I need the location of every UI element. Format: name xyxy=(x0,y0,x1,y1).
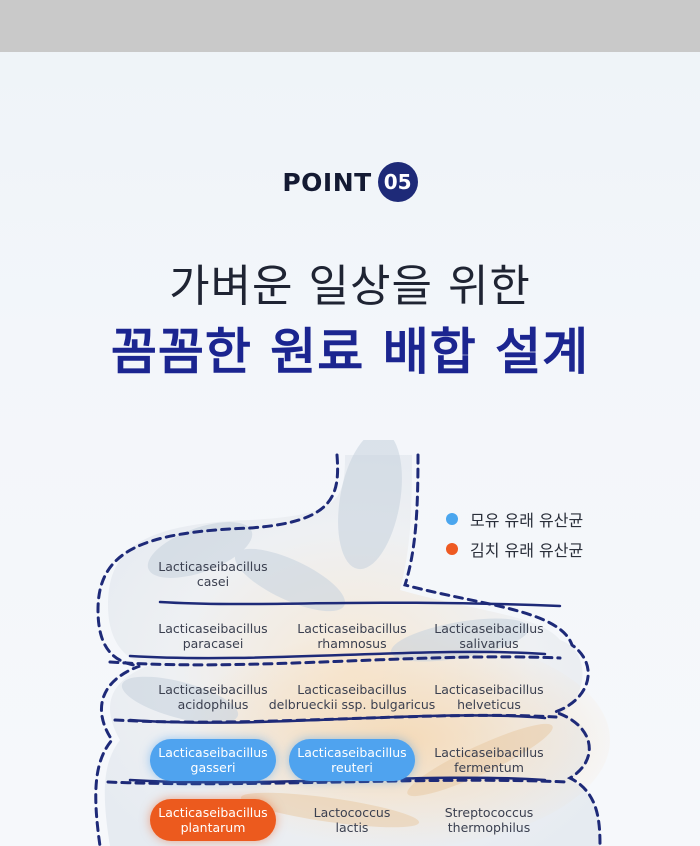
point-label: POINT xyxy=(282,167,372,197)
legend-label: 모유 유래 유산균 xyxy=(470,511,584,530)
intestine-outline-left xyxy=(94,453,340,846)
orange-dot-icon xyxy=(446,543,458,555)
headline-title: 꼼꼼한 원료 배합 설계 xyxy=(110,323,590,381)
legend-label: 김치 유래 유산균 xyxy=(470,541,584,560)
headline-subtitle: 가벼운 일상을 위한 xyxy=(169,261,531,312)
intestine-outline-right xyxy=(403,453,602,846)
legend: 모유 유래 유산균 김치 유래 유산균 xyxy=(446,504,583,564)
point-badge: POINT 05 xyxy=(0,162,700,202)
top-bar xyxy=(0,0,700,52)
legend-item-breastmilk: 모유 유래 유산균 xyxy=(446,504,583,534)
legend-item-kimchi: 김치 유래 유산균 xyxy=(446,534,583,564)
point-number: 05 xyxy=(377,162,418,202)
blue-dot-icon xyxy=(446,513,458,525)
intestine-fold-1 xyxy=(108,655,562,667)
intestine-fold-3 xyxy=(106,778,570,786)
